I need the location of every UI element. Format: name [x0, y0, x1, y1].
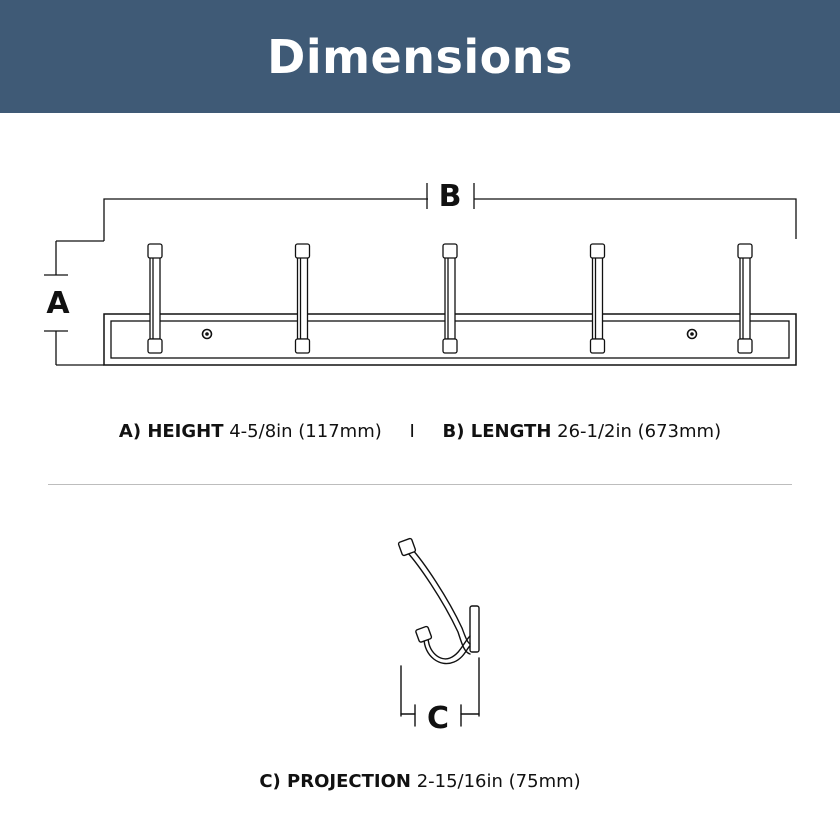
dimension-c-label: C [427, 701, 449, 736]
hook-lower-arm [427, 635, 471, 660]
rack-front-view-diagram: B A [44, 179, 797, 366]
hook-lower-arm-edge [423, 637, 471, 665]
dimension-b-line-left [103, 198, 428, 241]
length-label: B) LENGTH [442, 421, 552, 442]
hook [442, 243, 458, 354]
hook-upper-arm [406, 551, 471, 655]
projection-value: 2-15/16in (75mm) [416, 771, 581, 792]
hook-lower-end-cap [415, 625, 433, 643]
height-label: A) HEIGHT [118, 421, 224, 442]
height-value: 4-5/8in (117mm) [229, 421, 382, 442]
hook-side-view-diagram: C [397, 537, 480, 736]
length-value: 26-1/2in (673mm) [557, 421, 722, 442]
hook-upper-end-cap [397, 537, 417, 557]
hook [294, 243, 311, 354]
dimension-a-label: A [46, 286, 70, 321]
hook [589, 243, 606, 354]
spec-separator: I [409, 421, 415, 442]
hook-wall-plate [469, 605, 480, 653]
hook-upper-arm-edge [410, 547, 471, 645]
screw-head-icon [201, 328, 213, 340]
projection-label: C) PROJECTION [259, 771, 411, 792]
screw-head-icon [686, 328, 698, 340]
section-divider [48, 484, 792, 485]
hook [737, 243, 753, 354]
spec-projection: C) PROJECTION 2-15/16in (75mm) [0, 771, 840, 792]
page-title: Dimensions [267, 29, 573, 84]
header-banner: Dimensions [0, 0, 840, 113]
dimension-b-line-right [474, 198, 797, 239]
dimension-b-label: B [439, 179, 462, 214]
spec-height-length: A) HEIGHT 4-5/8in (117mm) I B) LENGTH 26… [0, 421, 840, 442]
hook [147, 243, 163, 354]
